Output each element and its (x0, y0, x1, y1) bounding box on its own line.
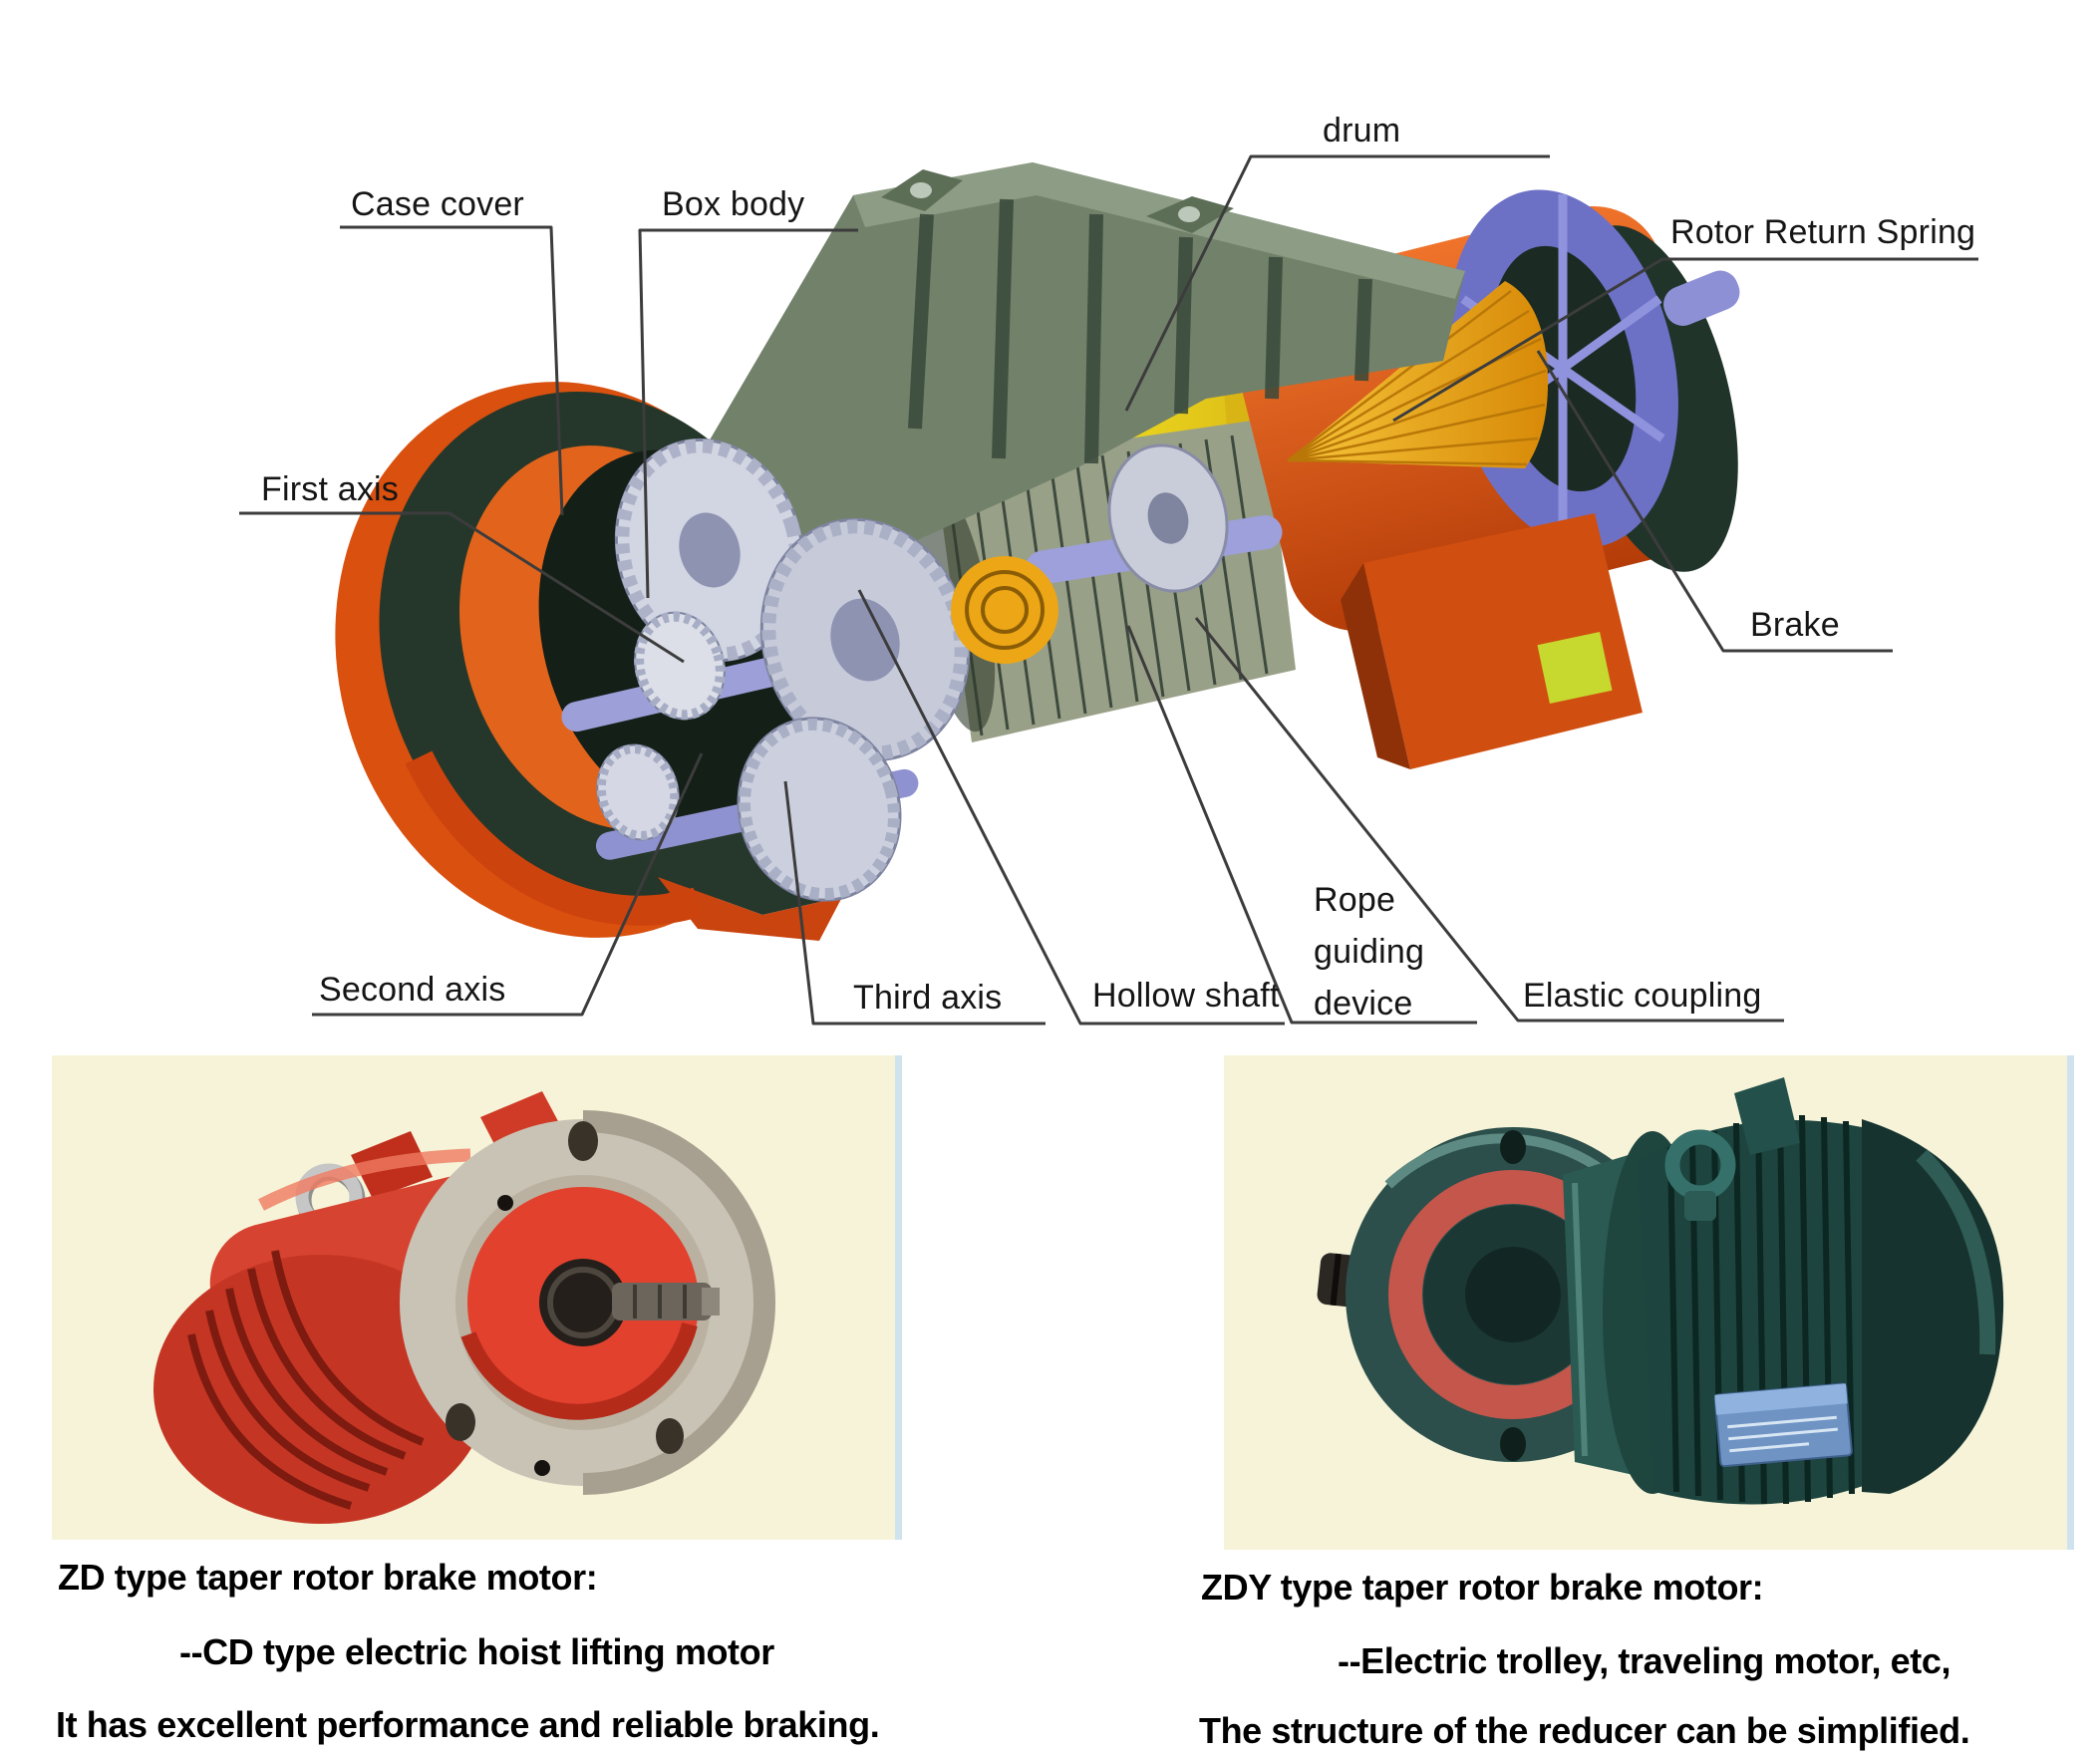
label-brake: Brake (1750, 606, 1840, 644)
gear (634, 611, 726, 721)
gear (596, 743, 680, 841)
zdy-caption-line1: ZDY type taper rotor brake motor: (1201, 1567, 1764, 1608)
bolt-hole (1500, 1427, 1526, 1461)
nameplate (1713, 1382, 1853, 1468)
label-drum: drum (1323, 112, 1401, 149)
label-second-axis: Second axis (319, 971, 506, 1009)
coupling-disc (1107, 443, 1229, 593)
cooling-fins (187, 1250, 425, 1510)
leader-hollow-shaft (857, 589, 1285, 1025)
gear-train (561, 438, 1283, 902)
leader-drum (1124, 154, 1550, 412)
zd-caption-line1: ZD type taper rotor brake motor: (58, 1557, 598, 1598)
zd-caption-line3: It has excellent performance and reliabl… (56, 1704, 880, 1745)
top-bracket (698, 162, 1465, 558)
label-rope-guiding-device-line2: guiding (1314, 933, 1425, 971)
zdy-caption-line3: The structure of the reducer can be simp… (1199, 1710, 1970, 1751)
screw (534, 1460, 550, 1476)
cutaway-diagram (239, 154, 1978, 1025)
leader-rotor-return-spring (1392, 257, 1978, 423)
leader-case-cover (340, 225, 564, 516)
leader-lines (239, 154, 1978, 1025)
taper-rotor-cone (1287, 281, 1549, 468)
rear-shaft-stub (1663, 270, 1740, 326)
label-elastic-coupling: Elastic coupling (1523, 977, 1762, 1015)
leader-box-body (638, 228, 858, 599)
label-hollow-shaft: Hollow shaft (1092, 977, 1280, 1015)
label-rope-guiding-device-line1: Rope (1314, 881, 1396, 919)
leader-first-axis (239, 511, 685, 664)
zd-motor-photo (153, 1091, 775, 1524)
red-motor-illustration (153, 1091, 775, 1524)
gear (737, 717, 902, 902)
hoist-machine-illustration (335, 162, 1740, 941)
label-third-axis: Third axis (853, 979, 1003, 1017)
zdy-motor-photo (1317, 1077, 2004, 1505)
top-fin-tab (1734, 1077, 1800, 1155)
zd-caption-line2: --CD type electric hoist lifting motor (179, 1631, 774, 1672)
zdy-motor-photo-box (1224, 1055, 2074, 1550)
gear (614, 438, 805, 663)
base-block (1363, 513, 1643, 769)
teal-motor-illustration (1317, 1077, 2004, 1505)
label-rope-guiding-device-line3: device (1314, 985, 1413, 1023)
label-box-body: Box body (662, 185, 805, 223)
label-rotor-return-spring: Rotor Return Spring (1670, 213, 1976, 251)
bearing-hub (951, 556, 1058, 664)
zdy-caption-line2: --Electric trolley, traveling motor, etc… (1338, 1640, 1951, 1681)
screw (497, 1195, 513, 1211)
bolt-hole (568, 1121, 598, 1161)
label-case-cover: Case cover (351, 185, 524, 223)
zd-motor-photo-box (52, 1055, 902, 1540)
label-first-axis: First axis (261, 470, 399, 508)
leader-brake (1536, 350, 1893, 653)
bolt-hole (446, 1403, 475, 1441)
leader-second-axis (312, 752, 704, 1017)
leader-rope-guiding-device (1126, 625, 1477, 1025)
bolt-hole (656, 1418, 684, 1454)
leader-elastic-coupling (1194, 617, 1784, 1023)
front-flange (400, 1110, 775, 1495)
rear-dome (1862, 1119, 2004, 1494)
bolt-hole (1500, 1130, 1526, 1164)
leader-third-axis (783, 780, 1046, 1025)
